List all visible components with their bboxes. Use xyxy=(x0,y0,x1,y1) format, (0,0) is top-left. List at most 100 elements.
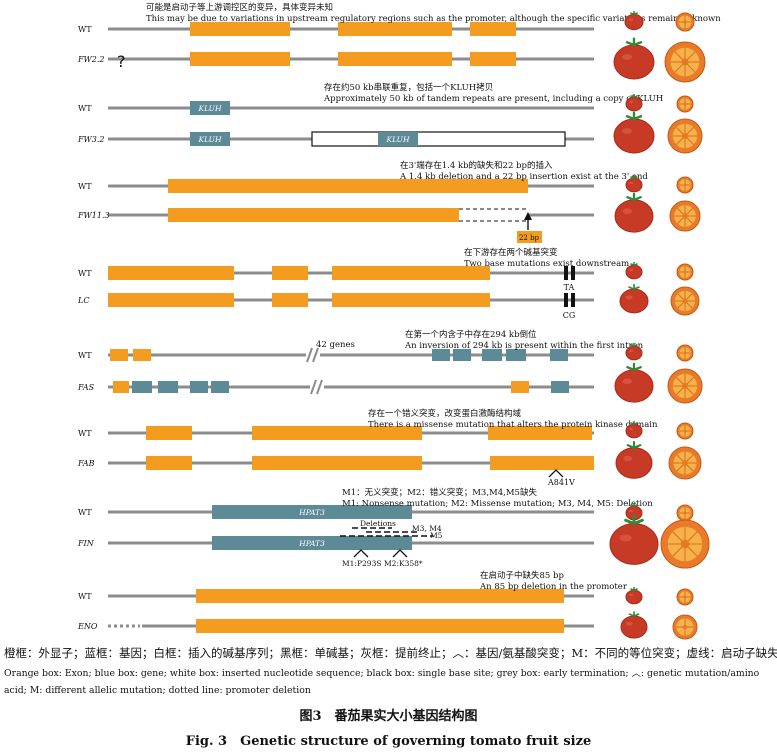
exon-mut-lc-2 xyxy=(332,293,490,307)
tomato-eno-mut-leaf xyxy=(628,611,640,617)
exon-wt-fab-0 xyxy=(146,426,192,440)
tomato-lc-wt-leaf xyxy=(630,261,638,266)
tomato-lc-wt-body xyxy=(625,264,643,280)
section-fw22-wt-core xyxy=(683,20,687,24)
tomato-fw113-wt-leaf xyxy=(630,174,638,179)
section-fin-mut-core xyxy=(680,539,690,549)
tomato-lc-mut-highlight xyxy=(625,295,633,300)
base-mark-mut-lc-1 xyxy=(571,293,575,307)
exon-mut-fw22-0 xyxy=(190,52,290,66)
gene-boxes xyxy=(108,22,594,633)
tomato-fw22-mut-highlight xyxy=(622,54,632,60)
unknown-variant-mark: ? xyxy=(117,52,126,71)
tomato-fas-mut-leaf xyxy=(626,362,642,371)
tomato-fab-wt-highlight xyxy=(629,427,634,431)
fin-m2-caret xyxy=(392,549,408,558)
label-mut-eno: ENO xyxy=(77,622,98,631)
box-mut-fas-3 xyxy=(190,381,208,393)
fab-mutation-caret xyxy=(548,469,564,478)
gene-box-wt-fw32 xyxy=(190,101,230,115)
base-mark-wt-lc-0 xyxy=(564,266,568,280)
tomato-fin-wt-highlight xyxy=(629,509,634,513)
box-wt-fas-3 xyxy=(453,349,471,361)
inserted-repeat-box xyxy=(311,131,566,147)
gene-box-wt-fin xyxy=(212,505,412,519)
note-fin-en: M1: Nonsense mutation; M2: Missense muta… xyxy=(342,499,653,509)
fas-42-genes-label: 42 genes xyxy=(316,340,355,350)
fin-m5-label: M5 xyxy=(430,531,443,540)
gene-box-mut-fw32 xyxy=(190,132,230,146)
box-mut-fas-6 xyxy=(551,381,569,393)
section-fab-wt-core xyxy=(683,429,687,433)
base-mark-wt-lc-1 xyxy=(571,266,575,280)
tomato-eno-wt-leaf xyxy=(630,586,638,591)
label-mut-fin: FIN xyxy=(77,539,95,548)
tomato-fw22-wt-highlight xyxy=(628,18,634,22)
note-lc-en: Two base mutations exist downstream xyxy=(464,259,629,269)
exon-mut-eno xyxy=(196,619,564,633)
section-fin-wt-core xyxy=(683,511,687,515)
box-wt-fas-5 xyxy=(506,349,526,361)
tomato-fw22-mut-body xyxy=(613,44,655,80)
tomato-fas-wt-body xyxy=(625,345,643,361)
box-mut-fas-4 xyxy=(211,381,229,393)
fin-deletions-label: Deletions xyxy=(360,519,396,528)
note-fw22-en: This may be due to variations in upstrea… xyxy=(146,14,721,24)
insertion-arrow-head xyxy=(524,212,532,220)
tomato-fab-mut-body xyxy=(615,447,653,479)
section-eno-wt-core xyxy=(683,595,687,599)
break-slash-wt-fas-1 xyxy=(312,347,319,363)
note-fw22-zh: 可能是启动子等上游调控区的变异，具体变异未知 xyxy=(146,2,333,13)
label-mut-fw113: FW11.3 xyxy=(77,211,110,220)
section-fas-wt-core xyxy=(683,351,687,355)
label-mut-lc: LC xyxy=(77,296,89,305)
exon-mut-fab-1 xyxy=(252,456,422,470)
box-wt-fas-0 xyxy=(110,349,128,361)
exon-mut-fab-2 xyxy=(490,456,594,470)
fin-m1-caret xyxy=(353,549,369,558)
note-fw113-zh: 在3'端存在1.4 kb的缺失和22 bp的插入 xyxy=(400,160,553,171)
exon-mut-fw22-1 xyxy=(338,52,452,66)
section-lc-mut-core xyxy=(682,298,688,304)
tomato-fin-mut-highlight xyxy=(619,534,632,542)
break-slash-mut-fas-1 xyxy=(316,379,323,395)
note-eno-zh: 在启动子中缺失85 bp xyxy=(480,570,564,581)
note-eno-en: An 85 bp deletion in the promoter xyxy=(479,582,628,592)
gene-name-mut-fw32: KLUH xyxy=(197,135,221,144)
exon-mut-lc-1 xyxy=(272,293,308,307)
gene-name-mut-fin: HPAT3 xyxy=(298,539,325,548)
tomato-fw22-wt-leaf xyxy=(630,10,638,16)
note-fin-zh: M1：无义突变；M2：错义突变；M3,M4,M5缺失 xyxy=(342,487,537,498)
tomato-fw113-mut-body xyxy=(614,199,654,233)
exon-wt-fw113 xyxy=(168,179,528,193)
note-fab-zh: 存在一个错义突变，改变蛋白激酶结构域 xyxy=(368,408,522,419)
exon-wt-fab-2 xyxy=(488,426,592,440)
tomato-eno-mut-body xyxy=(620,615,648,639)
note-fas-en: An inversion of 294 kb is present within… xyxy=(404,341,644,351)
label-mut-fw22: FW2.2 xyxy=(77,55,105,64)
section-eno-mut-core xyxy=(682,624,688,630)
section-fab-mut-core xyxy=(682,460,688,466)
tomato-eno-wt-highlight xyxy=(629,593,634,597)
box-wt-fas-6 xyxy=(550,349,568,361)
box-wt-fas-2 xyxy=(432,349,450,361)
tomato-fw32-mut-highlight xyxy=(622,128,632,134)
break-slash-wt-fas-0 xyxy=(306,347,313,363)
fab-mutation-label: A841V xyxy=(547,478,575,487)
tomato-fin-wt-leaf xyxy=(630,502,638,507)
insertion-22bp-label: 22 bp xyxy=(519,234,540,242)
tomato-eno-wt-body xyxy=(625,589,643,605)
tomato-lc-mut-leaf xyxy=(628,283,640,290)
tomato-fab-wt-body xyxy=(625,423,643,439)
section-fw113-wt-core xyxy=(683,183,687,187)
exon-wt-fab-1 xyxy=(252,426,422,440)
label-wt-fin: WT xyxy=(78,508,92,517)
tomato-fw113-wt-body xyxy=(625,177,643,193)
gene-name-copy-fw32: KLUH xyxy=(385,135,409,144)
break-slash-mut-fas-0 xyxy=(310,379,317,395)
gene-box-mut-fin xyxy=(212,536,412,550)
tomato-lc-mut-body xyxy=(619,288,649,314)
tomato-lc-wt-highlight xyxy=(629,268,634,272)
